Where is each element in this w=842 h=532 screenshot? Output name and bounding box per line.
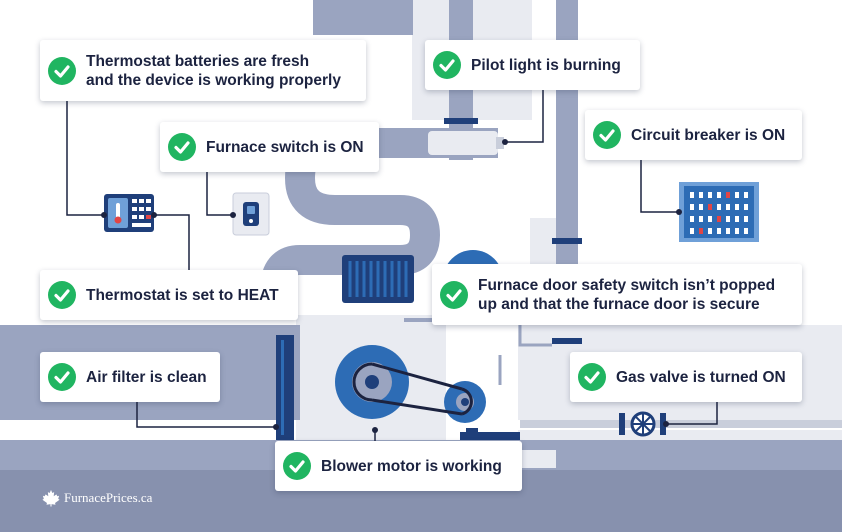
- air-filter-edge: [281, 340, 284, 435]
- checkmark-icon: [48, 363, 76, 391]
- floor-panel: [520, 450, 556, 468]
- thermostat-bar: [132, 223, 151, 227]
- callout-gas-valve: Gas valve is turned ON: [570, 352, 802, 402]
- thermometer-icon: [116, 203, 120, 220]
- furnace-switch-toggle: [247, 206, 255, 214]
- checkmark-icon: [168, 133, 196, 161]
- checkmark-icon: [48, 56, 76, 85]
- brand-name: FurnacePrices.ca: [64, 490, 153, 505]
- callout-label: Pilot light is burning: [471, 56, 621, 74]
- callout-label: Thermostat batteries are fresh and the d…: [86, 52, 341, 89]
- gas-valve-flange: [619, 413, 625, 435]
- drive-belt: [352, 362, 373, 402]
- callout-label: Furnace door safety switch isn’t popped …: [478, 276, 776, 313]
- furnace-switch-dot: [249, 219, 253, 223]
- leader-lines: [66, 90, 718, 442]
- drive-belt: [371, 362, 463, 416]
- drive-belt: [461, 387, 473, 416]
- vent-pipe-collar: [552, 238, 582, 244]
- thermostat-buttons: [132, 199, 151, 219]
- callout-label: Gas valve is turned ON: [616, 368, 786, 386]
- pilot-assembly: [428, 131, 498, 155]
- callout-thermostat-batteries: Thermostat batteries are fresh and the d…: [40, 40, 366, 101]
- callout-furnace-switch: Furnace switch is ON: [160, 122, 379, 172]
- checkmark-icon: [593, 121, 621, 149]
- brand-logo: FurnacePrices.ca: [42, 489, 152, 507]
- maple-leaf-icon: [42, 489, 60, 507]
- callout-label: Furnace switch is ON: [206, 138, 364, 156]
- air-filter: [276, 335, 294, 440]
- callout-air-filter: Air filter is clean: [40, 352, 220, 402]
- safety-switch-wiring: [498, 325, 552, 385]
- pilot-nozzle: [496, 137, 504, 149]
- top-duct: [313, 0, 413, 35]
- callout-door-safety-switch: Furnace door safety switch isn’t popped …: [432, 264, 802, 325]
- gas-manifold-fitting: [466, 428, 478, 434]
- thermometer-bulb: [114, 216, 122, 224]
- checkmark-icon: [433, 51, 461, 79]
- callout-pilot-light: Pilot light is burning: [425, 40, 640, 90]
- thermostat-red-button: [146, 215, 151, 219]
- grille-fins: [348, 261, 408, 297]
- callout-circuit-breaker: Circuit breaker is ON: [585, 110, 802, 160]
- callout-thermostat-heat: Thermostat is set to HEAT: [40, 270, 298, 320]
- callout-label: Blower motor is working: [321, 457, 502, 475]
- leader-dots: [101, 139, 682, 433]
- gas-valve-spokes: [632, 413, 654, 435]
- checkmark-icon: [283, 452, 311, 480]
- breaker-tripped-indicators: [699, 192, 730, 234]
- callout-label: Circuit breaker is ON: [631, 126, 786, 144]
- checkmark-icon: [48, 281, 76, 309]
- checkmark-icon: [440, 280, 468, 309]
- blower-axle: [365, 375, 379, 389]
- safety-switch-wiring: [404, 318, 434, 322]
- callout-label: Thermostat is set to HEAT: [86, 286, 279, 304]
- vent-pipe-collar: [552, 338, 582, 344]
- flue-pipe-collar: [444, 118, 478, 124]
- motor-axle: [461, 398, 469, 406]
- callout-blower-motor: Blower motor is working: [275, 441, 522, 491]
- checkmark-icon: [578, 363, 606, 391]
- callout-label: Air filter is clean: [86, 368, 207, 386]
- breaker-switches: [690, 192, 748, 234]
